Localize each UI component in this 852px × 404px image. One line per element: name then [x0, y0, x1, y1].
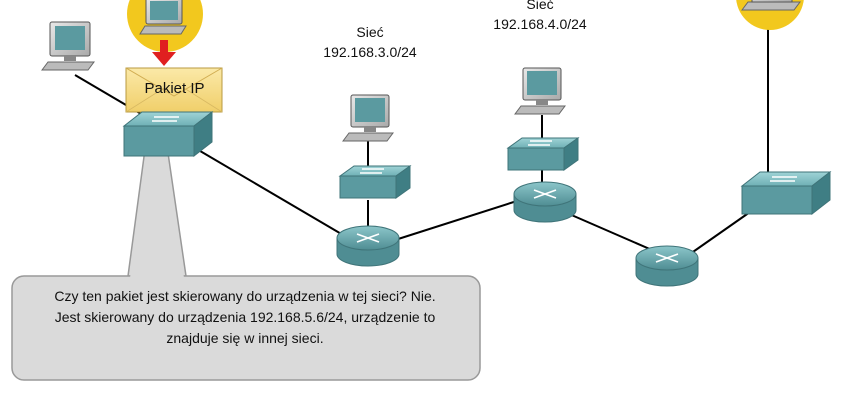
pc-icon — [514, 67, 566, 115]
link-router2-router3 — [559, 209, 653, 251]
laptop-icon — [741, 0, 801, 11]
network-name: Sieć — [526, 0, 554, 12]
network-address: 192.168.4.0/24 — [493, 16, 587, 32]
pc-icon — [41, 21, 95, 71]
switch-icon — [338, 165, 412, 199]
router-icon — [635, 245, 699, 287]
packet-envelope-icon — [125, 67, 223, 113]
callout-line: Jest skierowany do urządzenia 192.168.5.… — [54, 309, 436, 325]
destination-pc-highlight — [736, 0, 804, 30]
network-name: Sieć — [356, 24, 384, 40]
router-icon — [513, 181, 577, 223]
pc-icon — [139, 0, 187, 35]
arrow-down-icon — [152, 40, 176, 66]
callout-line: Czy ten pakiet jest skierowany do urządz… — [54, 288, 436, 304]
callout-line: znajduje się w innej sieci. — [166, 330, 324, 346]
link-router1-router2 — [394, 199, 521, 241]
callout-text: Czy ten pakiet jest skierowany do urządz… — [12, 286, 478, 349]
switch-icon — [506, 137, 580, 171]
source-pc-highlight — [127, 0, 203, 66]
pc-icon — [342, 94, 394, 142]
network-label-4: Sieć 192.168.4.0/24 — [488, 0, 592, 34]
switch-icon — [122, 110, 214, 158]
callout-bubble — [11, 111, 481, 381]
router-icon — [336, 225, 400, 267]
link-switch1-router1 — [194, 147, 356, 243]
network-label-3: Sieć 192.168.3.0/24 — [318, 22, 422, 62]
packet-label: Pakiet IP — [144, 80, 205, 97]
network-address: 192.168.3.0/24 — [323, 44, 417, 60]
switch-icon — [740, 170, 832, 216]
